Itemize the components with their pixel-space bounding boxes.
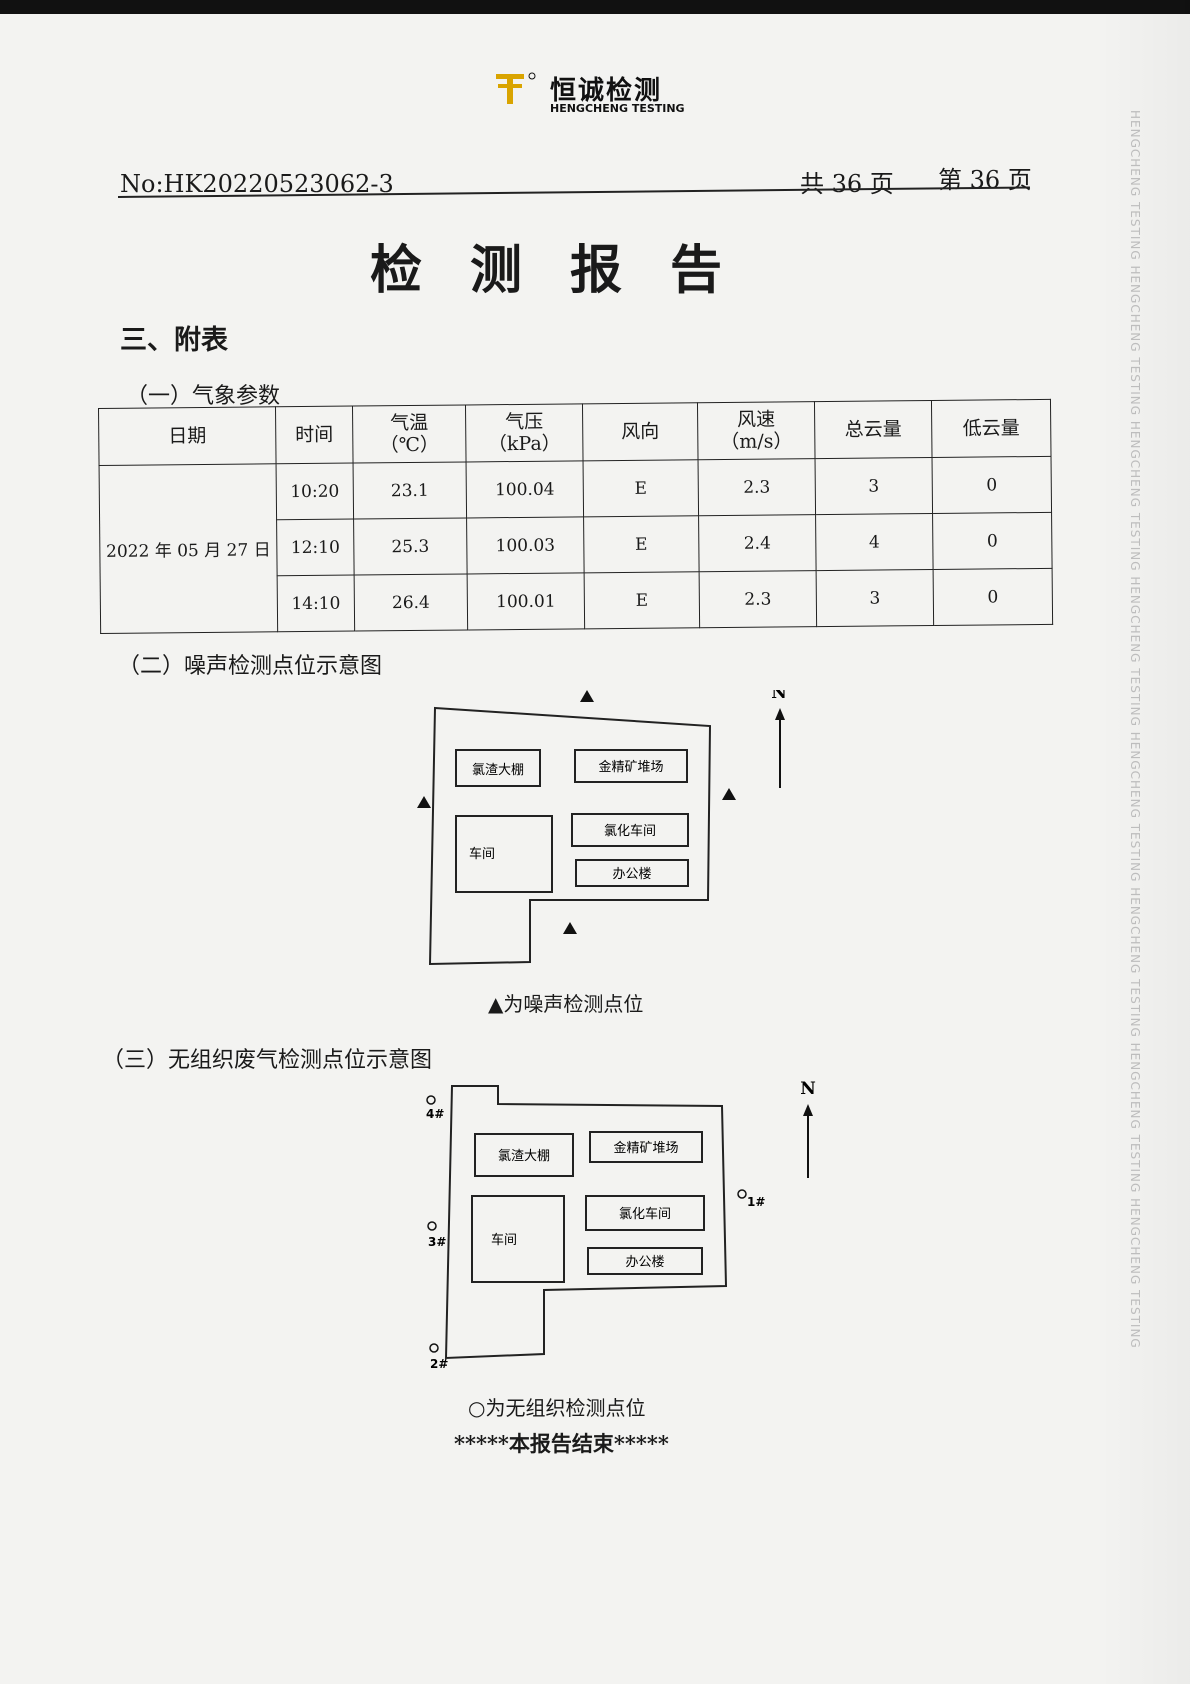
scan-top-edge: [0, 0, 1190, 14]
building-concentrate-yard: [589, 1131, 703, 1163]
gas-map-caption: ○为无组织检测点位: [468, 1396, 646, 1420]
gas-point-icon: [429, 1343, 439, 1353]
building-label: 金精矿堆场: [598, 759, 663, 775]
north-arrowhead-icon: [803, 1104, 813, 1116]
page-current: 第 36 页: [938, 166, 1032, 194]
temp-cell: 25.3: [353, 517, 468, 576]
col-wind-dir: 风向: [582, 402, 699, 461]
noise-map: 氯渣大棚 金精矿堆场 氯化车间 车间 办公楼 N: [417, 690, 787, 966]
north-arrowhead-icon: [775, 708, 785, 720]
gas-point-icon: [426, 1095, 436, 1105]
logo-name: 恒诚检测: [550, 76, 663, 106]
building-office: [575, 859, 689, 887]
total-cloud-cell: 4: [815, 513, 934, 571]
logo-emblem-icon: [482, 72, 538, 104]
col-time: 时间: [275, 406, 354, 464]
company-logo: 恒诚检测 HENGCHENG TESTING: [478, 70, 718, 120]
north-label: N: [771, 690, 787, 703]
low-cloud-cell: 0: [932, 512, 1053, 570]
total-cloud-cell: 3: [815, 457, 933, 515]
building-office: [587, 1247, 703, 1275]
building-label: 金精矿堆场: [613, 1140, 678, 1156]
document-title: 检测报告: [369, 240, 770, 301]
report-end-mark: *****本报告结束*****: [454, 1431, 669, 1456]
building-label: 氯化车间: [604, 823, 656, 839]
building-label: 车间: [469, 846, 495, 862]
gas-point-label: 1#: [747, 1195, 765, 1209]
building-slag-shed: [474, 1133, 574, 1177]
building-label: 氯化车间: [619, 1206, 671, 1222]
table-header-row: 日期 时间 气温（℃） 气压（kPa） 风向 风速（m/s） 总云量 低云量: [98, 399, 1052, 466]
scan-page-edge: [1100, 0, 1190, 1684]
weather-heading: （一）气象参数: [126, 384, 281, 409]
table-row: 2022 年 05 月 27 日 10:20 23.1 100.04 E 2.3…: [99, 456, 1052, 634]
gas-map: 氯渣大棚 金精矿堆场 氯化车间 车间 办公楼 4# 1# 3# 2# N: [426, 1080, 816, 1371]
building-slag-shed: [455, 749, 541, 787]
col-pressure: 气压（kPa）: [465, 403, 584, 462]
wind-dir-cell: E: [583, 515, 700, 573]
time-cell: 12:10: [276, 519, 355, 576]
total-cloud-cell: 3: [816, 569, 934, 627]
col-date: 日期: [98, 406, 277, 466]
building-chlorination-workshop: [571, 813, 689, 847]
col-total-cloud: 总云量: [814, 400, 933, 459]
gas-point-icon: [427, 1221, 437, 1231]
logo-english: HENGCHENG TESTING: [550, 102, 685, 115]
building-workshop: [455, 815, 553, 893]
gas-point-label: 4#: [426, 1107, 444, 1121]
time-cell: 14:10: [277, 575, 355, 632]
gas-map-heading: （三）无组织废气检测点位示意图: [102, 1048, 433, 1073]
wind-speed-cell: 2.3: [699, 570, 817, 628]
pressure-cell: 100.04: [466, 460, 584, 518]
col-wind-speed: 风速（m/s）: [697, 401, 816, 460]
building-label: 氯渣大棚: [498, 1149, 550, 1164]
noise-point-icon: [417, 796, 431, 808]
pressure-cell: 100.03: [466, 516, 585, 574]
section-heading: 三、附表: [120, 325, 228, 356]
temp-cell: 26.4: [354, 573, 468, 632]
site-boundary: [444, 1085, 728, 1360]
building-label: 车间: [491, 1232, 517, 1248]
gas-point-label: 3#: [428, 1235, 446, 1249]
date-cell: 2022 年 05 月 27 日: [99, 463, 278, 634]
wind-dir-cell: E: [583, 459, 699, 517]
noise-map-caption: ▲为噪声检测点位: [488, 992, 644, 1016]
pages-total: 共 36 页: [800, 170, 894, 198]
noise-point-icon: [563, 922, 577, 934]
site-boundary: [428, 706, 712, 966]
wind-speed-cell: 2.3: [698, 458, 816, 516]
wind-speed-cell: 2.4: [698, 514, 817, 572]
col-temp: 气温（℃）: [352, 404, 467, 464]
time-cell: 10:20: [276, 463, 354, 520]
side-watermark: HENGCHENG TESTING HENGCHENG TESTING HENG…: [1128, 110, 1142, 1349]
low-cloud-cell: 0: [933, 568, 1053, 626]
wind-dir-cell: E: [584, 571, 700, 629]
pressure-cell: 100.01: [467, 572, 585, 630]
col-low-cloud: 低云量: [931, 399, 1052, 458]
gas-point-label: 2#: [430, 1357, 448, 1371]
building-workshop: [471, 1195, 565, 1283]
gas-point-icon: [737, 1189, 747, 1199]
noise-point-icon: [580, 690, 594, 702]
building-concentrate-yard: [574, 749, 688, 783]
building-label: 办公楼: [612, 867, 651, 882]
north-label: N: [800, 1080, 816, 1099]
building-label: 氯渣大棚: [472, 763, 524, 778]
temp-cell: 23.1: [353, 461, 467, 520]
weather-table: 日期 时间 气温（℃） 气压（kPa） 风向 风速（m/s） 总云量 低云量 2…: [98, 399, 1053, 634]
building-label: 办公楼: [625, 1255, 664, 1270]
building-chlorination-workshop: [585, 1195, 705, 1231]
noise-point-icon: [722, 788, 736, 800]
noise-map-heading: （二）噪声检测点位示意图: [118, 654, 383, 679]
low-cloud-cell: 0: [932, 456, 1052, 514]
